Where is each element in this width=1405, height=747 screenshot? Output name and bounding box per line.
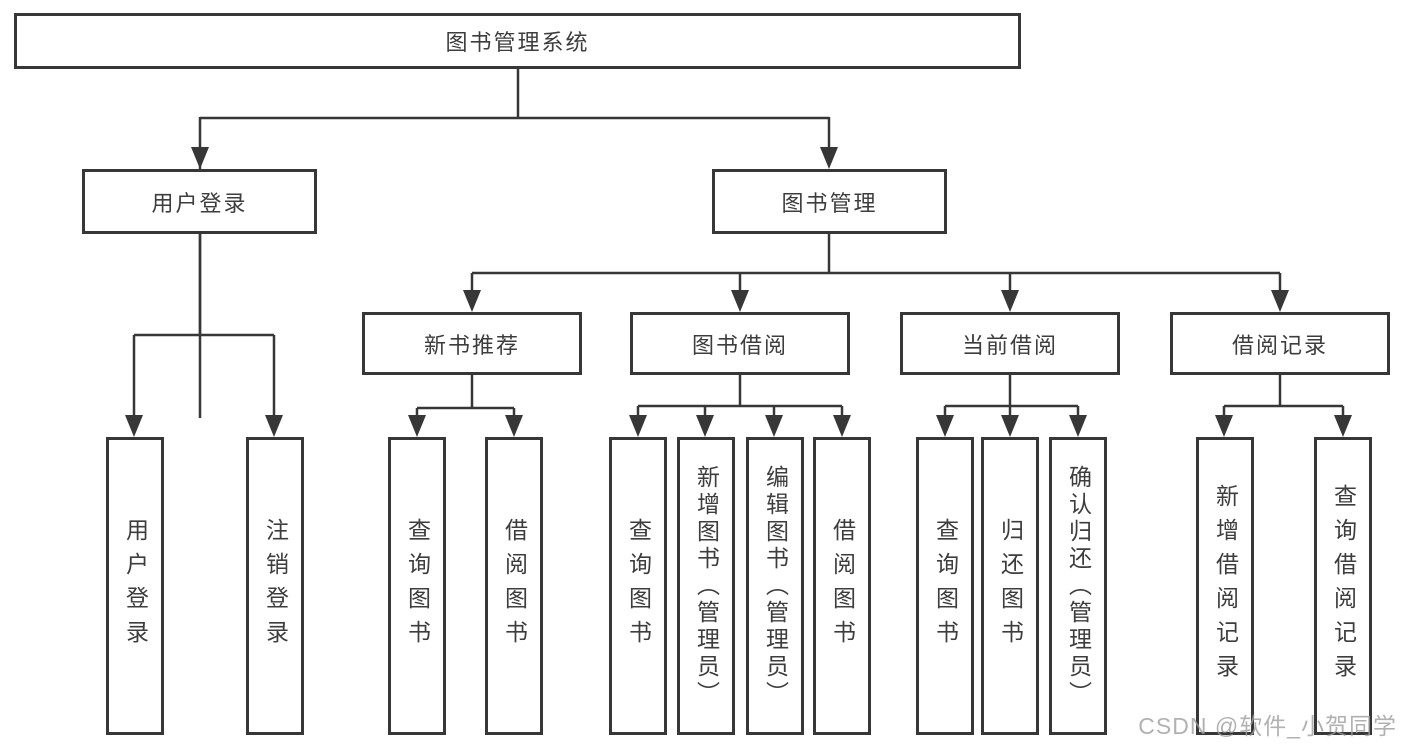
arrowheads xyxy=(125,147,1352,437)
leaf-label: 借阅图书 xyxy=(501,518,528,654)
leaf-label: 注销登录 xyxy=(262,518,289,654)
leaf-query-borrow-record: 查询借阅记录 xyxy=(1314,437,1372,735)
leaf-label: 归还图书 xyxy=(997,518,1024,654)
leaf-borrow-books-1: 借阅图书 xyxy=(485,437,543,735)
leaf-return-book: 归还图书 xyxy=(981,437,1039,735)
leaf-label: 查询借阅记录 xyxy=(1330,484,1357,688)
node-borrow-records: 借阅记录 xyxy=(1170,312,1390,375)
leaf-label: 借阅图书 xyxy=(829,518,856,654)
leaf-label: 新增借阅记录 xyxy=(1212,484,1239,688)
leaf-label: 查询图书 xyxy=(404,518,431,654)
node-new-book-recommend: 新书推荐 xyxy=(362,312,582,375)
leaf-query-books-1: 查询图书 xyxy=(388,437,446,735)
leaf-borrow-books-2: 借阅图书 xyxy=(813,437,871,735)
leaf-label: 编辑图书（管理员） xyxy=(762,464,789,708)
node-book-management: 图书管理 xyxy=(712,169,947,234)
csdn-watermark: CSDN @软件_小贺同学 xyxy=(1138,713,1397,739)
leaf-label: 用户登录 xyxy=(122,518,149,654)
node-user-login: 用户登录 xyxy=(82,169,317,234)
node-book-borrow: 图书借阅 xyxy=(630,312,850,375)
leaf-edit-book-admin: 编辑图书（管理员） xyxy=(746,437,804,735)
leaf-query-books-2: 查询图书 xyxy=(609,437,667,735)
leaf-add-book-admin: 新增图书（管理员） xyxy=(677,437,735,735)
leaf-query-books-3: 查询图书 xyxy=(916,437,974,735)
leaf-label: 查询图书 xyxy=(932,518,959,654)
node-current-borrow: 当前借阅 xyxy=(900,312,1120,375)
leaf-label: 新增图书（管理员） xyxy=(693,464,720,708)
leaf-label: 查询图书 xyxy=(625,518,652,654)
leaf-label: 确认归还（管理员） xyxy=(1065,464,1092,708)
leaf-confirm-return-admin: 确认归还（管理员） xyxy=(1049,437,1107,735)
leaf-add-borrow-record: 新增借阅记录 xyxy=(1196,437,1254,735)
node-library-system: 图书管理系统 xyxy=(14,13,1021,69)
leaf-user-login: 用户登录 xyxy=(106,437,164,735)
leaf-logout: 注销登录 xyxy=(246,437,304,735)
